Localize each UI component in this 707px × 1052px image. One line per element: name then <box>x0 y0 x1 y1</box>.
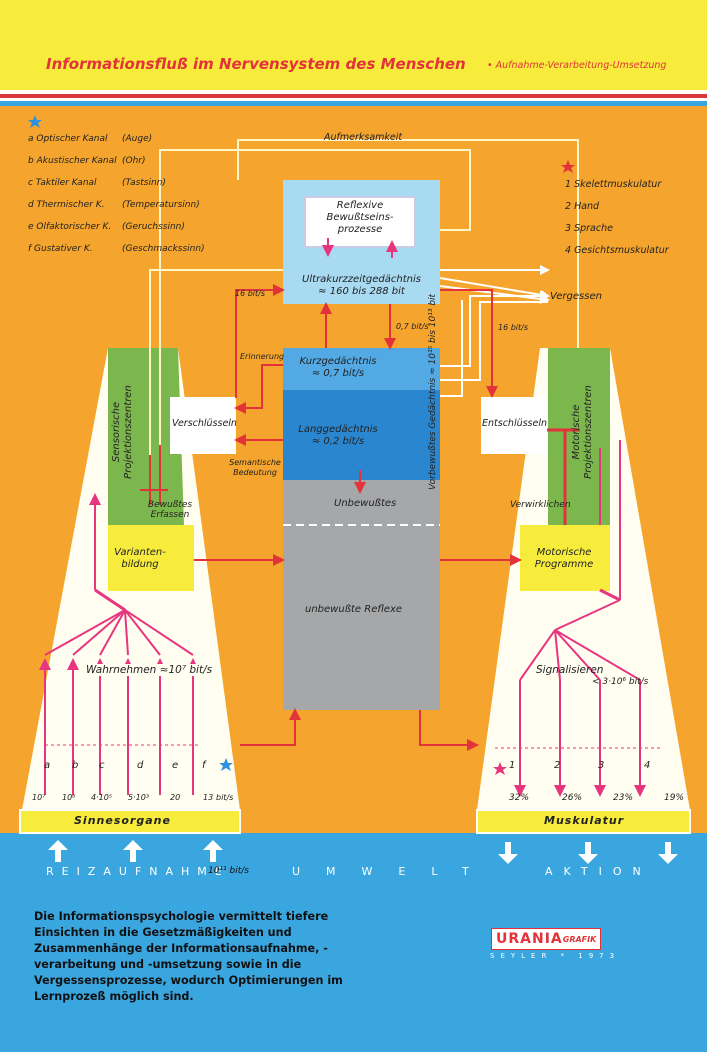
unbewusste-reflexe-label: unbewußte Reflexe <box>305 604 403 615</box>
sensor-rate: 10⁷ <box>32 793 46 802</box>
variantenbildung-box <box>108 525 194 591</box>
varianten-label: Varianten-bildung <box>114 547 166 570</box>
muskulatur-bar <box>476 809 691 834</box>
sensor-rate: 13 <box>203 793 214 802</box>
verschluesseln-label: Verschlüsseln <box>172 418 237 429</box>
signalisieren-label: Signalisieren< 3·10⁶ bit/s <box>536 664 649 687</box>
erinnerung-label: Erinnerung <box>240 352 285 361</box>
motor-number: 2 <box>554 760 561 771</box>
sensor-rate: 4·10⁵ <box>91 793 113 802</box>
sensor-rate: 20 <box>170 793 181 802</box>
sensor-letter: f <box>202 760 206 771</box>
stripe-blue <box>0 101 707 106</box>
sensory-channel-organ: (Ohr) <box>122 156 146 166</box>
unbewusstes-label: Unbewußtes <box>334 498 397 509</box>
motor-percent: 19% <box>664 793 685 803</box>
sensory-channel-name: a Optischer Kanal <box>28 134 108 144</box>
ultrakurz-text: Ultrakurzzeitgedächtnis≈ 160 bis 288 bit <box>302 274 421 297</box>
rate-07: 0,7 bit/s <box>396 322 429 331</box>
sensory-channel-name: b Akustischer Kanal <box>28 156 117 166</box>
motor-number: 3 <box>598 760 605 771</box>
sensor-letter: e <box>172 760 179 771</box>
input-arrows <box>48 840 223 862</box>
sensory-channel-organ: (Geruchssinn) <box>122 222 185 232</box>
sensory-fan <box>39 493 200 795</box>
motor-fan <box>495 440 660 797</box>
sensory-channel-organ: (Tastsinn) <box>122 178 166 188</box>
sensor-letter: d <box>137 760 144 771</box>
aufmerksamkeit-loop <box>159 149 471 455</box>
umwelt-label: UMWELT <box>292 865 495 878</box>
vergessen-label: Vergessen <box>550 291 602 302</box>
entschluesseln-box <box>481 397 547 454</box>
rate-16-right: 16 bit/s <box>498 323 529 332</box>
sensory-channel-name: f Gustativer K. <box>28 244 93 254</box>
description-text: Die Informationspsychologie vermittelt t… <box>34 910 343 1003</box>
stripe-red <box>0 94 707 98</box>
red-star-icon <box>561 160 575 173</box>
aktion-label: AKTION <box>545 865 652 878</box>
wahrnehmen-label: Wahrnehmen ≈10⁷ bit/s <box>84 664 215 676</box>
motor-channel-name: 4 Gesichtsmuskulatur <box>565 245 669 256</box>
sensor-rate: 10⁶ <box>62 793 76 802</box>
poster-subtitle: • Aufnahme-Verarbeitung-Umsetzung <box>487 60 667 71</box>
sensor-letter: b <box>72 760 79 771</box>
blue-star-icon <box>28 115 42 128</box>
motor-percent: 32% <box>509 793 530 803</box>
aufmerksamkeit-label: Aufmerksamkeit <box>324 132 403 143</box>
sinnesorgane-label: Sinnesorgane <box>74 814 171 827</box>
motor-number: 4 <box>644 760 651 771</box>
motorische-programme-box <box>520 525 610 591</box>
sensor-letter: c <box>99 760 105 771</box>
output-arrows <box>498 842 678 864</box>
entschluesseln-label: Entschlüsseln <box>482 418 548 429</box>
sensor-rate: 5·10³ <box>128 793 150 802</box>
umwelt-rate: 10¹¹ bit/s <box>208 866 249 876</box>
verwirklichen-label: Verwirklichen <box>510 500 571 510</box>
sensory-green-zone <box>108 348 184 525</box>
muskulatur-label: Muskulatur <box>544 814 625 827</box>
sensory-channel-name: c Taktiler Kanal <box>28 178 97 188</box>
reizaufnahme-label: REIZAUFNAHME <box>46 865 230 878</box>
lang-text: Langgedächtnis≈ 0,2 bit/s <box>298 424 378 447</box>
sinnesorgane-bar <box>19 809 241 834</box>
poster-title: Informationsfluß im Nervensystem des Men… <box>46 55 466 73</box>
motor-channel-name: 3 Sprache <box>565 223 613 234</box>
kurzgedaechtnis-box <box>283 348 440 390</box>
stripe-white-2 <box>0 98 707 101</box>
unbewusstes-box <box>283 480 440 710</box>
sensory-channel-organ: (Temperatursinn) <box>122 200 200 210</box>
motor-percent: 26% <box>562 793 583 803</box>
blue-star-small-icon <box>219 758 233 771</box>
motor-number: 1 <box>509 760 516 771</box>
motor-channel-name: 1 Skelettmuskulatur <box>565 179 662 190</box>
verschluesseln-box <box>170 397 236 454</box>
langgedaechtnis-box <box>283 390 440 480</box>
sensor-rate: bit/s <box>216 793 234 802</box>
motor-percent: 23% <box>613 793 634 803</box>
sensory-channel-organ: (Auge) <box>122 134 153 144</box>
kurz-text: Kurzgedächtnis≈ 0,7 bit/s <box>299 356 377 379</box>
stripe-white-1 <box>0 90 707 94</box>
sensory-channel-name: d Thermischer K. <box>28 200 105 210</box>
sensory-channel-organ: (Geschmackssinn) <box>122 244 205 254</box>
magenta-star-small-icon <box>493 762 507 775</box>
header-band <box>0 0 707 90</box>
motor-channel-name: 2 Hand <box>565 201 600 212</box>
vorbewusst-label: Vorbewußtes Gedächtnis ≈ 10¹⁵ bis 10¹³ b… <box>428 293 438 490</box>
rate-16-left: 16 bit/s <box>235 289 266 298</box>
sensor-letter: a <box>44 760 51 771</box>
reflexive-box <box>304 196 416 248</box>
logo-footer: SEYLER * 1973 <box>490 952 621 960</box>
sensory-channel-name: e Olfaktorischer K. <box>28 222 112 232</box>
